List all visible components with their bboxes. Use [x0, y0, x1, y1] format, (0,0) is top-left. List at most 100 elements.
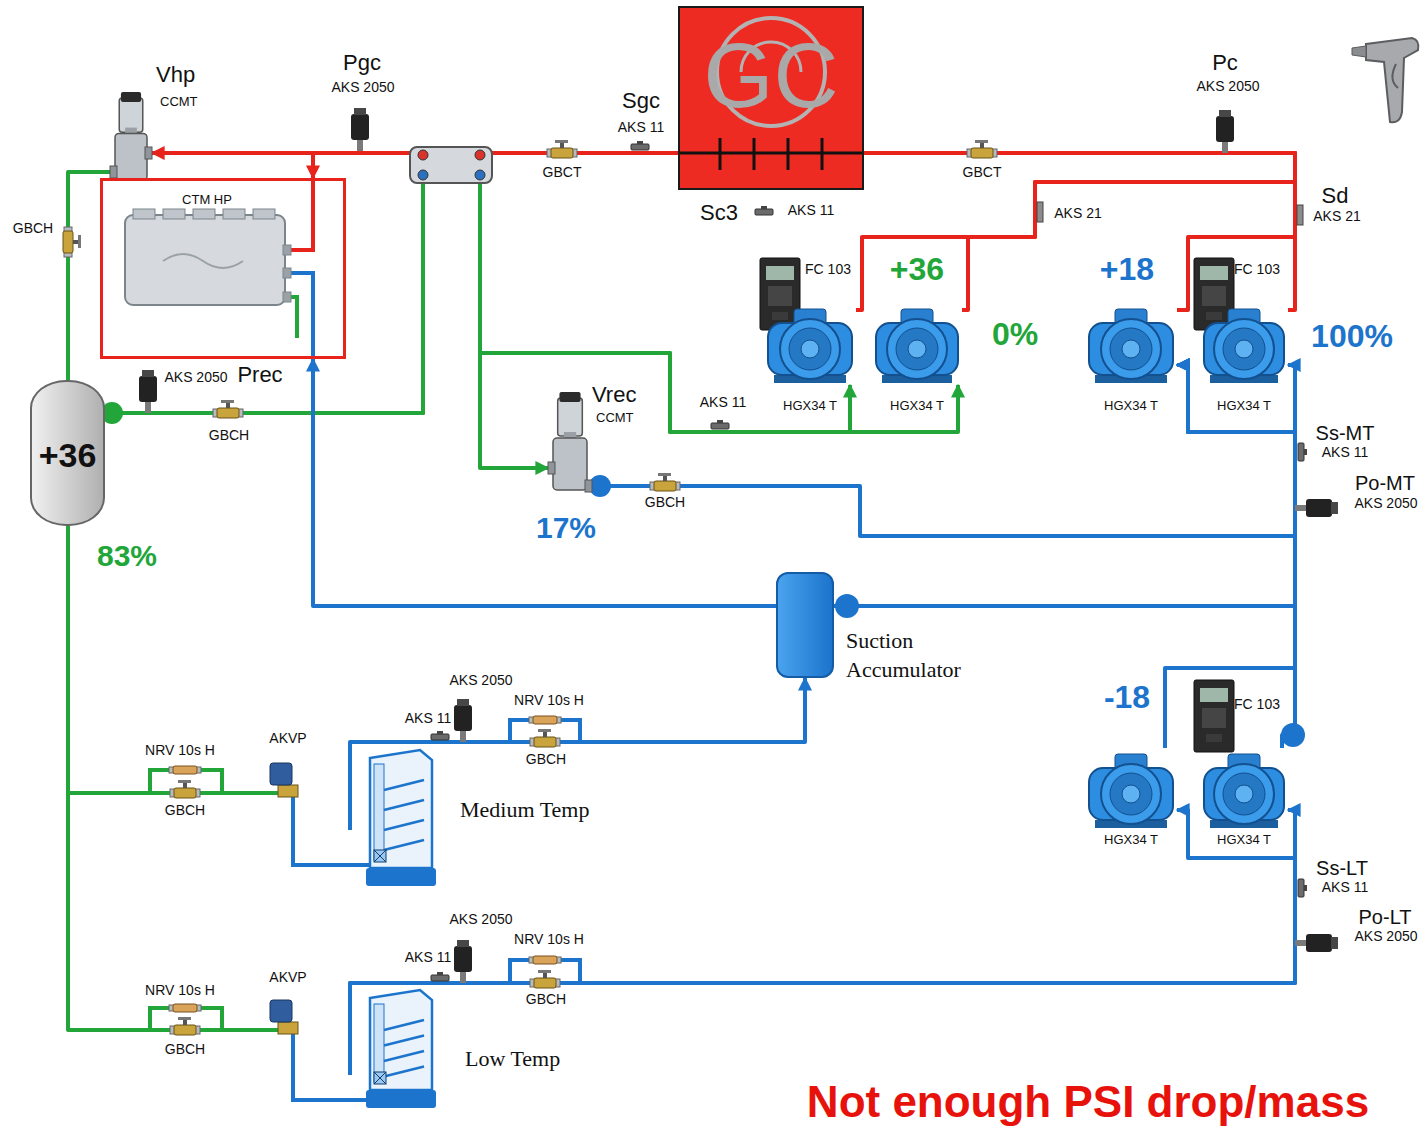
- part-number: AKS 2050: [331, 80, 394, 95]
- part-number: GBCH: [165, 1042, 205, 1057]
- pipe-segment: [285, 273, 313, 359]
- temperature-sensor: [1298, 879, 1307, 897]
- part-number: AKS 11: [1322, 880, 1368, 895]
- heat-exchanger-body: [410, 147, 492, 183]
- part-number: GBCT: [963, 165, 1002, 180]
- case-shelf: [384, 1020, 424, 1030]
- pressure-transmitter: [454, 940, 472, 983]
- display-case-icon: [340, 750, 440, 890]
- ball-valve: [170, 780, 200, 798]
- node-text: Medium Temp: [460, 797, 589, 823]
- coil-tick: [821, 138, 824, 170]
- coil-tick: [719, 138, 722, 170]
- valve-cap: [121, 92, 141, 102]
- ball-valve: [530, 729, 560, 747]
- part-number: GBCH: [165, 803, 205, 818]
- node-text: Vhp: [156, 62, 195, 88]
- temperature-sensor: [711, 420, 729, 429]
- expansion-valve: [270, 763, 298, 797]
- sensor-tag: Po-MT: [1355, 472, 1415, 494]
- valve-body: [115, 133, 147, 180]
- percent-value: 0%: [992, 317, 1038, 352]
- case-coil: [374, 1072, 386, 1084]
- node-text: +36: [32, 435, 103, 476]
- compressor: HGX34 T: [1200, 748, 1288, 830]
- ejector-cap: [193, 209, 215, 219]
- compressor: HGX34 T: [1200, 303, 1288, 385]
- pipe-connector: [105, 178, 958, 432]
- motor-hub: [1235, 785, 1253, 803]
- compressor-icon: [1085, 303, 1177, 385]
- part-number: AKS 21: [1054, 206, 1101, 221]
- motor-ring: [1110, 328, 1152, 370]
- port: [475, 170, 485, 180]
- display-case: Low Temp: [340, 990, 440, 1112]
- valve-port: [585, 480, 592, 492]
- case-coil: [374, 850, 386, 862]
- valve-actuator: [558, 398, 583, 436]
- part-number: NRV 10s H: [145, 983, 215, 998]
- pipe-segment: [348, 750, 352, 830]
- temperature-value: -18: [1104, 680, 1150, 715]
- case-back-panel: [374, 1004, 384, 1082]
- case-base: [366, 1090, 436, 1108]
- pipe-connector: [313, 153, 678, 178]
- air-gun-trigger: [1392, 64, 1398, 88]
- motor-ring: [1223, 328, 1265, 370]
- case-shelf: [384, 1067, 424, 1077]
- pipe-connector: [350, 810, 1295, 990]
- part-number: NRV 10s H: [514, 693, 584, 708]
- percent-value: 17%: [536, 511, 596, 544]
- part-number: FC 103: [1234, 262, 1280, 277]
- part-number: AKS 11: [788, 203, 834, 218]
- air-gun-nozzle: [1352, 46, 1366, 57]
- pressure-transmitter: [1216, 110, 1234, 153]
- sensor-tag: Sd: [1322, 184, 1349, 208]
- coil-tick: [753, 138, 756, 170]
- valve-port: [145, 147, 152, 159]
- part-number: GBCH: [526, 752, 566, 767]
- case-pipes: [293, 750, 372, 1100]
- motor-end: [1214, 319, 1274, 379]
- port: [418, 150, 428, 160]
- part-number: AKS 2050: [1354, 929, 1417, 944]
- sensor-tag: Pc: [1212, 51, 1238, 75]
- air-gun-icon: [1352, 38, 1418, 122]
- ctm-ejector-block: CTM HP: [100, 178, 346, 359]
- case-base: [366, 868, 436, 886]
- control-valve: VrecCCMT: [548, 392, 592, 492]
- temperature-sensor: [631, 141, 649, 150]
- sensor-tag: Po-LT: [1359, 906, 1412, 928]
- case-body: [370, 750, 432, 868]
- compressor: HGX34 T: [1085, 748, 1177, 830]
- pipe-connector: [313, 359, 776, 606]
- node-text: Vrec: [592, 382, 636, 408]
- ball-valve: [170, 1017, 200, 1035]
- temperature-value: +18: [1100, 252, 1154, 287]
- case-coil-mark: [374, 1072, 386, 1084]
- node-text: GC: [680, 22, 862, 130]
- motor-hub: [1122, 340, 1140, 358]
- sensor-tag: Ss-LT: [1316, 857, 1368, 879]
- case-shelf: [384, 1036, 424, 1046]
- part-number: FC 103: [805, 262, 851, 277]
- valve-actuator: [119, 98, 143, 132]
- node-text: HGX34 T: [857, 398, 977, 414]
- case-shelf: [384, 840, 424, 850]
- node-text: HGX34 T: [1184, 398, 1304, 414]
- motor-ring: [1223, 773, 1265, 815]
- node-text: CCMT: [596, 410, 634, 426]
- check-valve: [529, 716, 561, 724]
- part-number: GBCH: [526, 992, 566, 1007]
- ejector-port: [283, 268, 291, 278]
- junction-dot: [1281, 723, 1305, 747]
- display-case-icon: [340, 990, 440, 1112]
- part-number: AKVP: [269, 970, 306, 985]
- part-number: AKVP: [269, 731, 306, 746]
- pipe-connector: [105, 178, 850, 432]
- pipe-connector: [350, 810, 1295, 990]
- sensor-tag: Ss-MT: [1316, 422, 1375, 444]
- compressor-icon: [1200, 748, 1288, 830]
- case-coil-mark: [374, 850, 386, 862]
- ball-valve: [547, 140, 577, 158]
